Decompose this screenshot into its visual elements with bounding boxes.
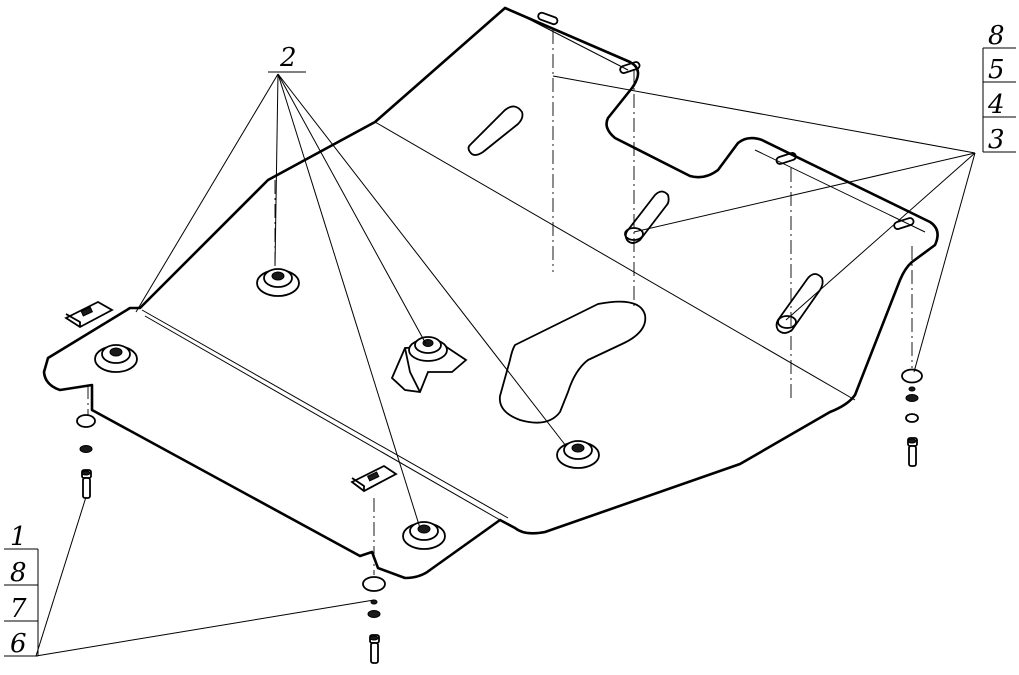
tab-left-edge <box>65 313 81 327</box>
tab-center-edge <box>351 477 365 491</box>
tab-center-mark <box>366 471 380 482</box>
bracket-with-nut <box>390 336 468 393</box>
tab-left-mark <box>80 306 94 317</box>
plate-outline <box>42 6 939 580</box>
callout-label-7: 7 <box>10 594 27 624</box>
fastener-stack-bottom <box>362 576 386 664</box>
callout-table-left: 1 8 7 6 <box>4 522 39 659</box>
axis-lines <box>87 30 913 575</box>
flange-slot-3 <box>775 152 797 165</box>
flange-edge <box>144 315 501 521</box>
callout-label-3: 3 <box>988 125 1005 155</box>
flange-slot-4 <box>893 217 915 230</box>
fastener-stack-left <box>76 414 96 499</box>
callout-table-right: 8 5 4 3 <box>982 21 1016 155</box>
skid-plate-body <box>42 6 939 580</box>
callout-label-4: 4 <box>987 90 1005 120</box>
weld-nut-1 <box>256 268 300 297</box>
flange-slot-1 <box>537 11 559 26</box>
weld-nut-4 <box>402 521 446 550</box>
crease-line-lower <box>141 309 509 519</box>
large-opening <box>498 300 647 424</box>
flange-slot-2 <box>619 61 641 74</box>
callout-label-2: 2 <box>279 43 297 73</box>
crease-line-upper <box>374 121 856 401</box>
oblique-slot-1 <box>624 190 670 244</box>
slot-top <box>467 105 524 156</box>
front-flange-line <box>514 11 629 71</box>
weld-nut-2 <box>94 344 138 373</box>
callout-label-8-right: 8 <box>988 21 1005 51</box>
callout-label-6: 6 <box>10 629 27 659</box>
callout-label-1: 1 <box>10 522 27 552</box>
callout-label-5: 5 <box>988 55 1005 85</box>
callout-label-8-left: 8 <box>10 558 27 588</box>
weld-nut-3 <box>556 440 600 469</box>
oblique-slot-2 <box>775 273 824 334</box>
callout-2: 2 <box>279 43 297 73</box>
slot-bolt-2 <box>777 315 797 329</box>
cutouts <box>64 11 915 493</box>
weld-nuts <box>94 268 600 550</box>
fastener-stack-right <box>901 368 923 467</box>
leader-lines <box>35 71 976 657</box>
